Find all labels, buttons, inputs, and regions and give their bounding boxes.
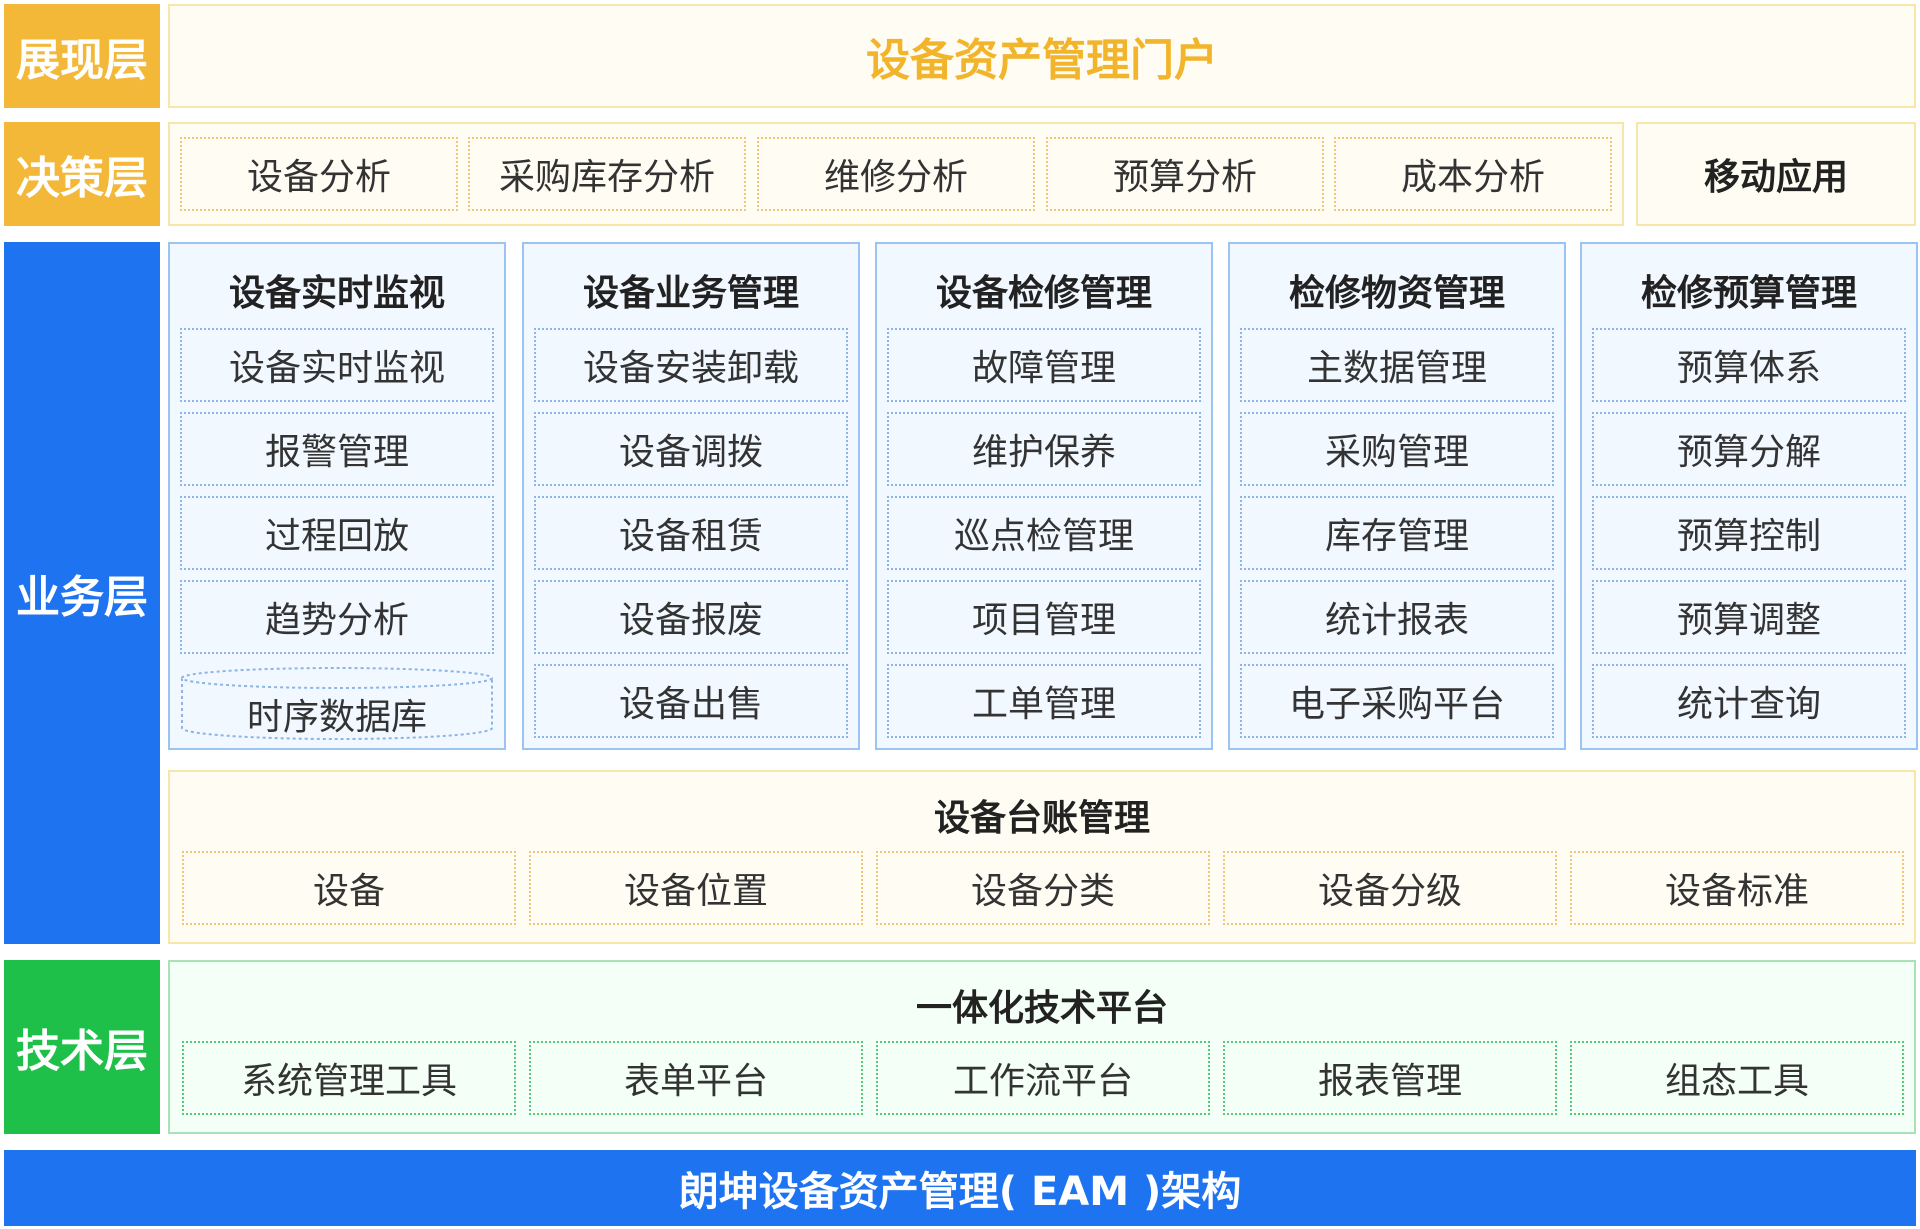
module-item[interactable]: 库存管理 xyxy=(1240,496,1554,570)
timeseries-database-cylinder[interactable]: 时序数据库 xyxy=(180,666,494,742)
portal-panel[interactable]: 设备资产管理门户 xyxy=(168,4,1916,108)
module-item[interactable]: 设备调拨 xyxy=(534,412,848,486)
technical-item[interactable]: 组态工具 xyxy=(1570,1041,1904,1115)
module-item[interactable]: 电子采购平台 xyxy=(1240,664,1554,738)
module-item[interactable]: 统计报表 xyxy=(1240,580,1554,654)
technical-item[interactable]: 工作流平台 xyxy=(876,1041,1210,1115)
module-item[interactable]: 统计查询 xyxy=(1592,664,1906,738)
decision-item-maintenance-analysis[interactable]: 维修分析 xyxy=(757,137,1035,211)
ledger-item[interactable]: 设备分类 xyxy=(876,851,1210,925)
module-item[interactable]: 趋势分析 xyxy=(180,580,494,654)
module-item[interactable]: 预算体系 xyxy=(1592,328,1906,402)
decision-panel xyxy=(168,122,1624,226)
module-item[interactable]: 维护保养 xyxy=(887,412,1201,486)
module-item[interactable]: 工单管理 xyxy=(887,664,1201,738)
module-title: 检修预算管理 xyxy=(1640,273,1857,314)
module-title: 设备实时监视 xyxy=(228,273,445,314)
technical-title: 一体化技术平台 xyxy=(915,988,1168,1029)
module-item[interactable]: 采购管理 xyxy=(1240,412,1554,486)
module-item[interactable]: 设备安装卸载 xyxy=(534,328,848,402)
layer-label-technical: 技术层 xyxy=(4,960,160,1134)
module-item[interactable]: 故障管理 xyxy=(887,328,1201,402)
ledger-item[interactable]: 设备 xyxy=(182,851,516,925)
module-item[interactable]: 预算控制 xyxy=(1592,496,1906,570)
technical-item[interactable]: 表单平台 xyxy=(529,1041,863,1115)
module-title: 设备检修管理 xyxy=(935,273,1152,314)
module-item[interactable]: 主数据管理 xyxy=(1240,328,1554,402)
module-item[interactable]: 预算调整 xyxy=(1592,580,1906,654)
mobile-app-panel[interactable]: 移动应用 xyxy=(1636,122,1916,226)
decision-item-equipment-analysis[interactable]: 设备分析 xyxy=(180,137,458,211)
technical-item[interactable]: 报表管理 xyxy=(1223,1041,1557,1115)
module-item[interactable]: 设备报废 xyxy=(534,580,848,654)
technical-panel xyxy=(168,960,1916,1134)
architecture-title-bar: 朗坤设备资产管理( EAM )架构 xyxy=(4,1150,1916,1226)
module-title: 检修物资管理 xyxy=(1288,273,1505,314)
database-icon xyxy=(181,667,493,740)
decision-item-cost-analysis[interactable]: 成本分析 xyxy=(1334,137,1612,211)
module-item[interactable]: 项目管理 xyxy=(887,580,1201,654)
module-item[interactable]: 巡点检管理 xyxy=(887,496,1201,570)
ledger-item[interactable]: 设备分级 xyxy=(1223,851,1557,925)
decision-item-purchase-inventory-analysis[interactable]: 采购库存分析 xyxy=(468,137,746,211)
database-label: 时序数据库 xyxy=(246,697,427,738)
layer-label-business: 业务层 xyxy=(4,242,160,944)
layer-label-decision: 决策层 xyxy=(4,122,160,226)
module-item[interactable]: 设备出售 xyxy=(534,664,848,738)
module-title: 设备业务管理 xyxy=(582,273,799,314)
layer-label-presentation: 展现层 xyxy=(4,4,160,108)
ledger-item[interactable]: 设备位置 xyxy=(529,851,863,925)
ledger-panel xyxy=(168,770,1916,944)
module-item[interactable]: 报警管理 xyxy=(180,412,494,486)
decision-item-budget-analysis[interactable]: 预算分析 xyxy=(1046,137,1324,211)
module-item[interactable]: 预算分解 xyxy=(1592,412,1906,486)
module-item[interactable]: 过程回放 xyxy=(180,496,494,570)
ledger-title: 设备台账管理 xyxy=(933,798,1150,839)
module-item[interactable]: 设备实时监视 xyxy=(180,328,494,402)
ledger-item[interactable]: 设备标准 xyxy=(1570,851,1904,925)
technical-item[interactable]: 系统管理工具 xyxy=(182,1041,516,1115)
module-item[interactable]: 设备租赁 xyxy=(534,496,848,570)
